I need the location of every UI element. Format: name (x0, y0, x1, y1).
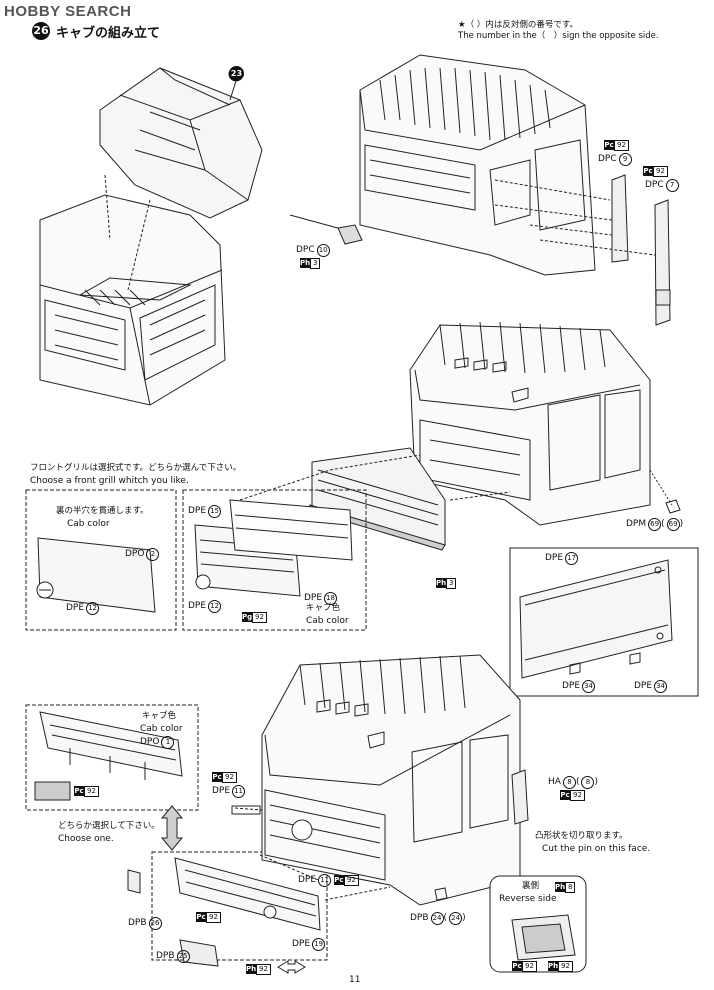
opposite-note-en: The number in the（ ）sign the opposite si… (458, 31, 659, 42)
cab-color-jp-b: キャブ色 (306, 603, 341, 613)
step-title: キャブの組み立て (56, 26, 161, 41)
grill-option-boxes (25, 489, 367, 631)
select-arrow (160, 805, 184, 851)
reverse-en: Reverse side (499, 894, 557, 904)
bumper-option-box (25, 704, 328, 967)
reverse-jp: 裏側 (522, 881, 540, 891)
cab-shell-lower (231, 654, 529, 906)
cab-color-c: Cab color (140, 724, 183, 734)
half-hole-jp: 裏の半穴を貫通します。 (56, 506, 149, 516)
cab-color-b: Cab color (306, 616, 349, 626)
cab-color-jp-c: キャブ色 (142, 711, 177, 721)
choose-jp: どちらか選択して下さい。 (58, 821, 160, 831)
page-number: 11 (349, 975, 361, 985)
choose-en: Choose one. (58, 834, 114, 844)
substep-23-badge: 23 (229, 66, 244, 81)
cab-shell-middle (239, 321, 681, 551)
cut-pin-jp: 凸形状を切り取ります。 (535, 831, 628, 841)
slide-arrow (277, 960, 306, 974)
hobbysearch-logo: HOBBY SEARCH (4, 3, 132, 20)
inner-floor-assembly (99, 66, 263, 219)
cut-pin-en: Cut the pin on this face. (542, 844, 651, 854)
cab-color-a: Cab color (67, 519, 110, 529)
step-number: 26 (32, 22, 50, 40)
reverse-side-bubble (489, 875, 587, 973)
back-panel-box (509, 547, 699, 697)
grill-note-en: Choose a front grill whitch you like. (30, 476, 189, 486)
grill-note-jp: フロントグリルは選択式です。どちらか選んで下さい。 (30, 463, 242, 473)
cab-shell-inner (39, 174, 226, 406)
opposite-note-jp: ★（ ）内は反対側の番号です。 (458, 20, 578, 30)
opposite-note: ★（ ）内は反対側の番号です。 The number in the（ ）sign… (458, 20, 659, 42)
cab-shell-upper-right (289, 54, 671, 326)
